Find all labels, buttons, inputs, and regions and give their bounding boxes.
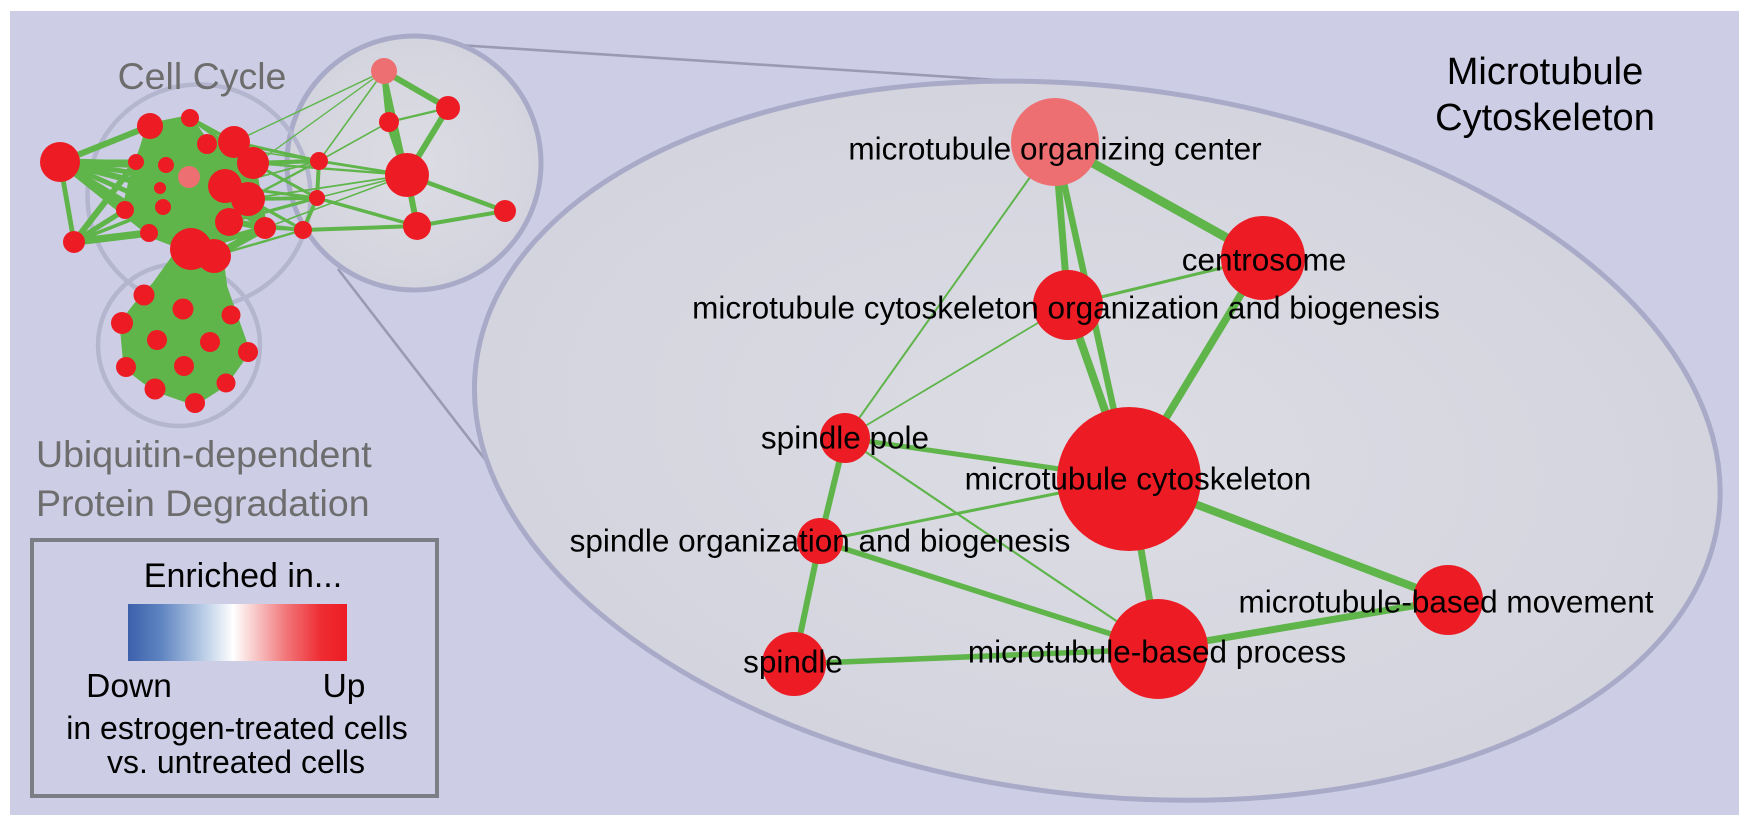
svg-text:spindle: spindle	[743, 643, 843, 679]
svg-text:Enriched in...: Enriched in...	[144, 557, 342, 595]
svg-text:Cell Cycle: Cell Cycle	[118, 55, 287, 97]
svg-text:Down: Down	[86, 668, 172, 705]
svg-text:Up: Up	[323, 668, 366, 705]
svg-text:vs. untreated cells: vs. untreated cells	[107, 744, 365, 780]
svg-text:microtubule-based process: microtubule-based process	[968, 633, 1346, 669]
svg-text:in estrogen-treated cells: in estrogen-treated cells	[66, 710, 408, 746]
svg-text:spindle pole: spindle pole	[761, 419, 929, 455]
svg-text:spindle organization and bioge: spindle organization and biogenesis	[570, 522, 1071, 558]
svg-text:microtubule cytoskeleton organ: microtubule cytoskeleton organization an…	[692, 289, 1440, 325]
svg-text:Cytoskeleton: Cytoskeleton	[1435, 97, 1655, 139]
svg-text:centrosome: centrosome	[1182, 241, 1347, 277]
svg-text:Ubiquitin-dependent: Ubiquitin-dependent	[36, 433, 372, 475]
svg-text:microtubule organizing center: microtubule organizing center	[848, 130, 1261, 166]
svg-text:microtubule cytoskeleton: microtubule cytoskeleton	[965, 460, 1312, 496]
svg-text:microtubule-based movement: microtubule-based movement	[1239, 583, 1654, 619]
svg-text:Microtubule: Microtubule	[1447, 51, 1643, 93]
svg-text:Protein Degradation: Protein Degradation	[36, 482, 370, 524]
